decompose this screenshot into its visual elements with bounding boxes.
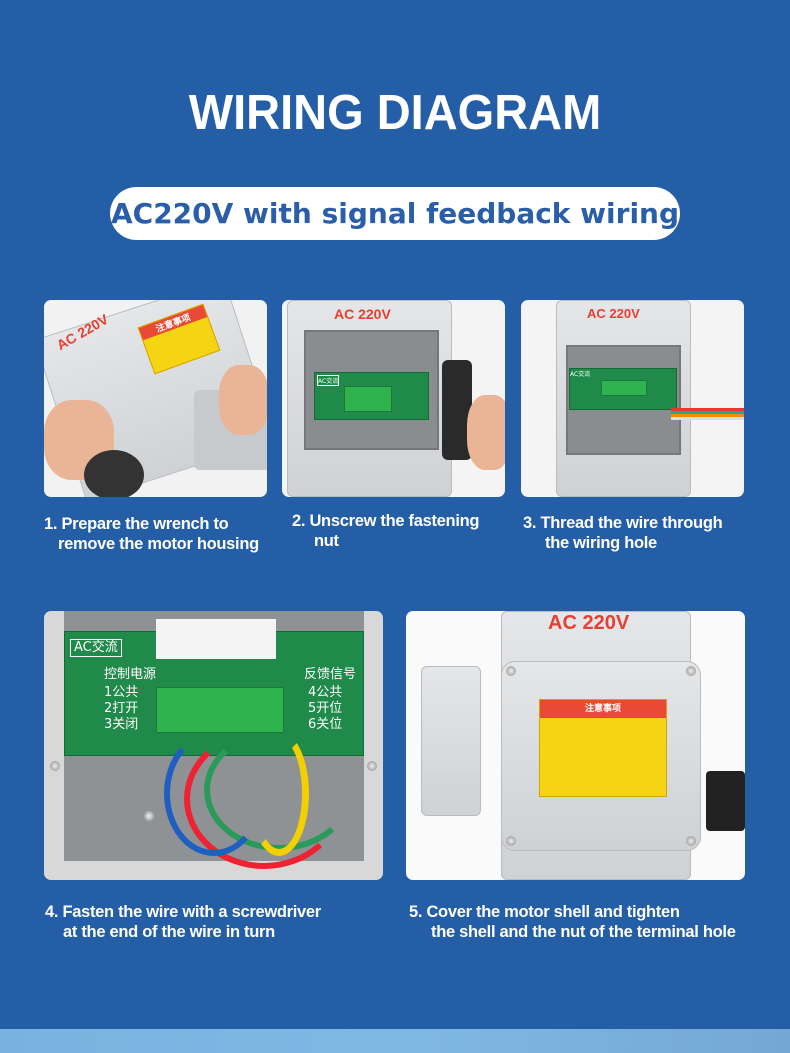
voltage-label: AC 220V — [587, 306, 640, 321]
subtitle-pill: AC220V with signal feedback wiring — [110, 187, 680, 240]
terminal-board-title: AC交流 — [70, 639, 122, 657]
step-3-photo: AC 220V AC交流 — [521, 300, 744, 497]
warning-label: 注意事项 — [539, 699, 667, 797]
terminal-board: AC交流 — [569, 368, 677, 410]
bottom-strip — [0, 1029, 790, 1053]
terminal-board: AC交流 — [314, 372, 429, 420]
voltage-label: AC 220V — [334, 306, 391, 322]
terminal-board: 反馈信号 — [304, 667, 357, 682]
step-1-photo: AC 220V 注意事项 — [44, 300, 267, 497]
step-5-photo: AC 220V 注意事项 — [406, 611, 745, 880]
step-2-photo: AC 220V AC交流 — [282, 300, 505, 497]
terminal-board: 控制电源 — [104, 667, 157, 682]
voltage-label: AC 220V — [548, 612, 630, 634]
page-title: WIRING DIAGRAM — [188, 83, 602, 140]
